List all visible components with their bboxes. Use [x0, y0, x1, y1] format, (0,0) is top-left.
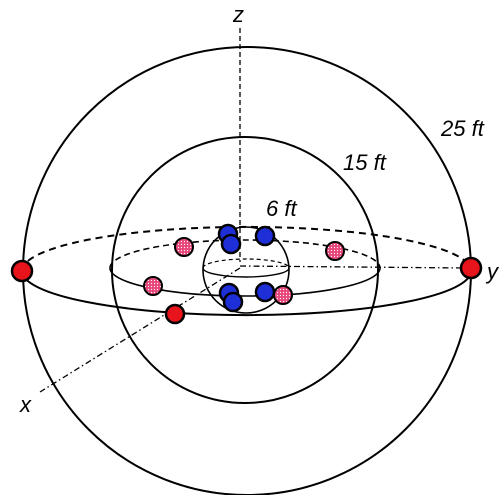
- y-axis-label: y: [485, 259, 499, 284]
- outer-equator-front: [21, 270, 472, 317]
- outer-point-front: [164, 303, 186, 325]
- outer-radius-label: 25 ft: [440, 116, 485, 141]
- middle-point-1: [174, 237, 194, 257]
- inner-point-6: [254, 281, 276, 303]
- outer-equator-back: [21, 225, 472, 272]
- z-axis-label: z: [232, 2, 244, 27]
- x-axis-line: [39, 267, 241, 393]
- inner-point-2: [220, 233, 242, 255]
- middle-equator-back: [109, 239, 381, 269]
- inner-sphere: [202, 226, 290, 314]
- outer-point-left: [10, 259, 34, 283]
- outer-point-right: [459, 256, 483, 280]
- middle-point-2: [325, 241, 345, 261]
- middle-radius-label: 15 ft: [343, 150, 387, 175]
- middle-point-4: [273, 285, 293, 305]
- outer-sphere: [22, 46, 472, 495]
- x-axis-label: x: [19, 392, 32, 417]
- inner-equator-front: [202, 267, 290, 278]
- inner-point-5: [222, 291, 244, 313]
- inner-equator-back: [202, 258, 290, 269]
- middle-equator-front: [109, 267, 381, 297]
- middle-sphere: [111, 136, 379, 404]
- y-axis-line: [239, 265, 467, 269]
- inner-radius-label: 6 ft: [266, 196, 297, 221]
- middle-point-3: [143, 276, 163, 296]
- inner-point-3: [254, 225, 276, 247]
